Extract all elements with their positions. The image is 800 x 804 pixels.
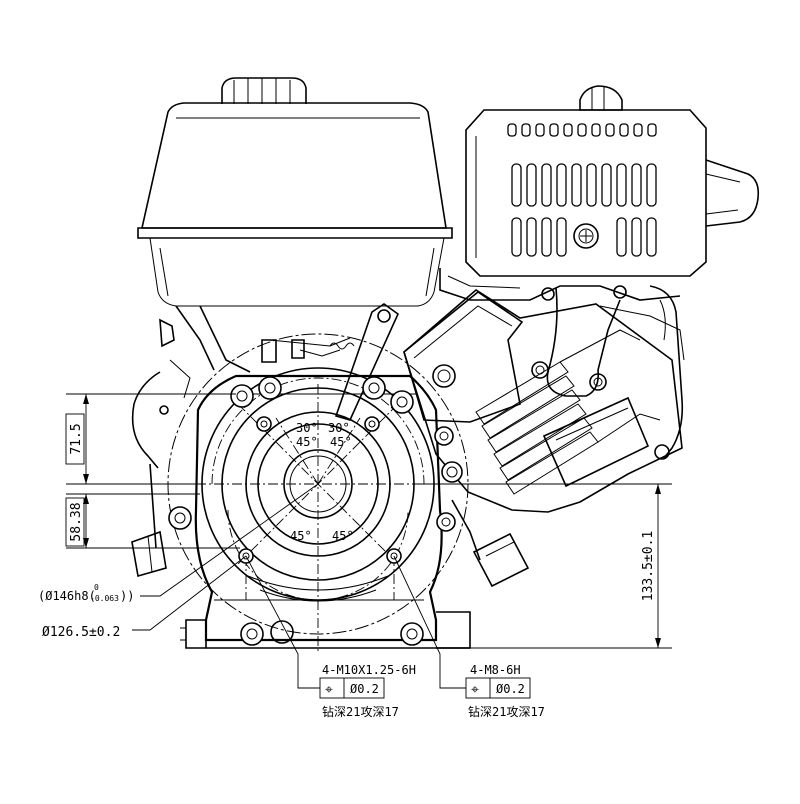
callout-m8-depth: 钻深21攻深17 (468, 704, 545, 719)
callout-m10-tolerance: Ø0.2 (350, 682, 379, 696)
left-housing (131, 305, 251, 578)
angle-30-right: 30° (328, 421, 350, 435)
pilot-tol-lower: -0.063 (90, 594, 119, 603)
head-cover (403, 291, 524, 423)
callout-m10-depth: 钻深21攻深17 (322, 704, 399, 719)
pilot-diameter-label: (Ø146h8( 0 -0.063 )) (38, 583, 134, 603)
callout-m8-tolerance: Ø0.2 (496, 682, 525, 696)
ignition-coil (542, 396, 670, 488)
carburetor-linkage (439, 268, 685, 459)
angle-45-lower-left: 45° (290, 529, 312, 543)
callout-m10: 4-M10X1.25-6H ⌖ Ø0.2 钻深21攻深17 (319, 663, 416, 719)
callout-m10-thread: 4-M10X1.25-6H (322, 663, 416, 677)
cylinder-fins (475, 329, 661, 495)
air-cleaner-vents (511, 163, 657, 257)
dimensions (65, 393, 672, 689)
air-cleaner-screw (573, 223, 599, 249)
fuel-tank (137, 77, 453, 307)
angle-45-lower-right: 45° (332, 529, 354, 543)
callout-m8: 4-M8-6H ⌖ Ø0.2 钻深21攻深17 (465, 663, 545, 719)
flange-bolts (168, 376, 463, 646)
bolt-circle-label: Ø126.5±0.2 (42, 625, 120, 640)
air-cleaner-slots-top (507, 123, 657, 137)
dim-133-5: 133.5±0.1 (641, 531, 656, 601)
dim-71-5: 71.5 (69, 423, 84, 454)
dimension-labels: 71.5 58.38 133.5±0.1 (Ø146h8( 0 -0.063 )… (38, 423, 656, 640)
tapped-holes-m10 (238, 416, 402, 564)
air-cleaner (465, 85, 760, 277)
pilot-dia-prefix: (Ø146h8( (38, 589, 96, 603)
right-foot (451, 499, 530, 588)
governor-linkage (261, 303, 399, 421)
air-cleaner-knob (579, 85, 623, 111)
angle-45-upper-left: 45° (296, 435, 318, 449)
angle-labels: 30° 30° 45° 45° 45° 45° (290, 421, 354, 543)
position-tolerance-icon: ⌖ (471, 682, 479, 698)
angle-30-left: 30° (296, 421, 318, 435)
position-tolerance-icon: ⌖ (325, 682, 333, 698)
pilot-tol-upper: 0 (94, 583, 99, 592)
dim-58-38: 58.38 (69, 502, 84, 541)
callout-m8-thread: 4-M8-6H (470, 663, 521, 677)
angle-45-upper-right: 45° (330, 435, 352, 449)
pilot-dia-suffix: )) (120, 589, 134, 603)
fuel-cap (221, 77, 307, 104)
head-bolts (531, 361, 607, 391)
